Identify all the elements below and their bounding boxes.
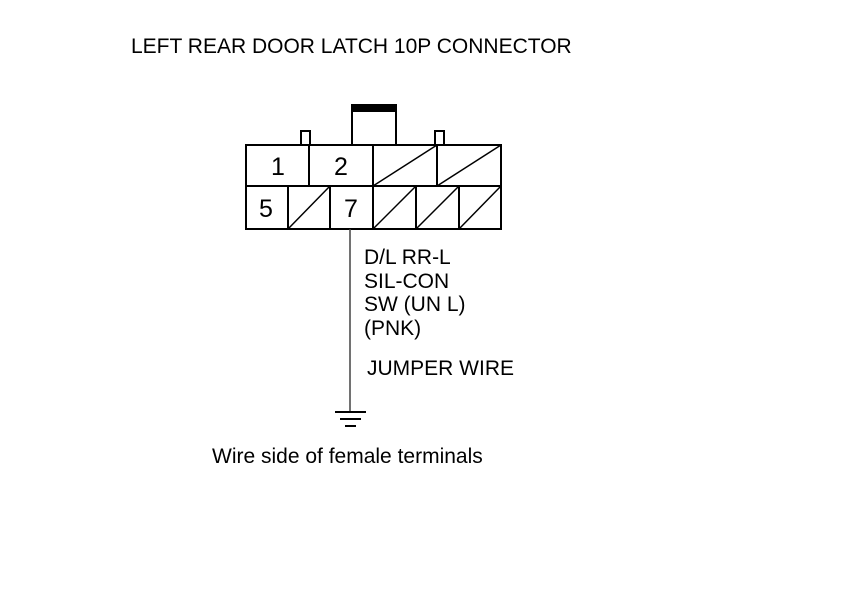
- diagram-title: LEFT REAR DOOR LATCH 10P CONNECTOR: [131, 35, 572, 58]
- wire-description-line: SW (UN L): [364, 293, 466, 316]
- connector-lock-tab-bar: [351, 104, 397, 112]
- empty-cavity-slash: [372, 144, 438, 187]
- empty-cavity-slash: [372, 185, 417, 230]
- wire-description-line: D/L RR-L: [364, 246, 451, 269]
- empty-cavity-slash: [436, 144, 502, 187]
- empty-cavity-slash: [415, 185, 460, 230]
- ground-icon: [335, 411, 366, 427]
- terminal-number-2: 2: [334, 153, 348, 181]
- wire-description-line: SIL-CON: [364, 269, 450, 293]
- connector-guide-pin-left: [300, 130, 311, 146]
- empty-cavity-slash: [287, 185, 331, 230]
- connector-guide-pin-right: [434, 130, 445, 146]
- connector-lock-tab: [351, 106, 397, 146]
- terminal-number-5: 5: [259, 195, 273, 223]
- empty-cavity-slash: [458, 185, 502, 230]
- diagram-caption: Wire side of female terminals: [212, 445, 483, 468]
- terminal-number-1: 1: [271, 153, 285, 181]
- jumper-wire-label: JUMPER WIRE: [367, 357, 514, 380]
- wire-description: D/L RR-L SIL-CON SW (UN L) (PNK): [364, 246, 466, 340]
- terminal-number-7: 7: [344, 195, 358, 223]
- wire-color-code: (PNK): [364, 316, 422, 340]
